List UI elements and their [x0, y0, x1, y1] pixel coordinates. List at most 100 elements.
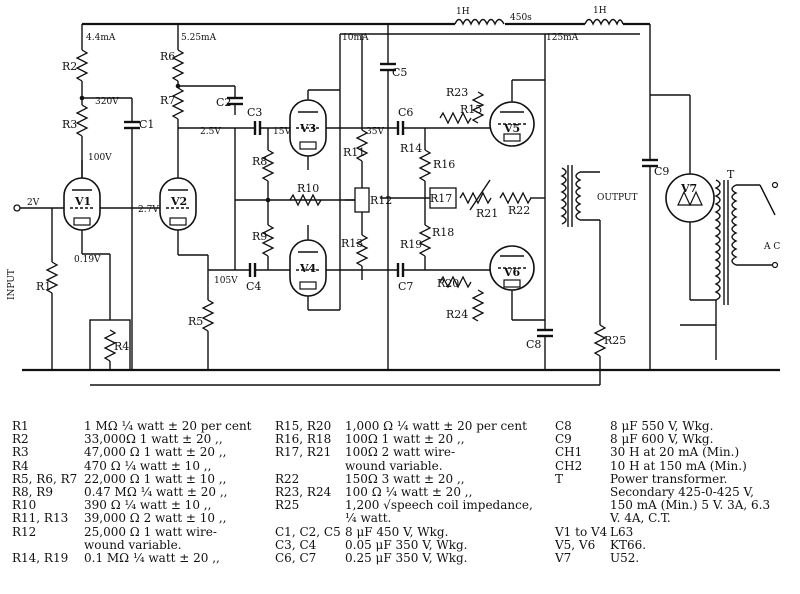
label-r13: R13: [341, 237, 363, 250]
label-r10: R10: [297, 182, 319, 195]
resistor-r20-zigzag: [439, 275, 472, 289]
parts-row: R25 1,200 √speech coil impedance,: [275, 498, 550, 513]
resistor-r21-zigzag: [459, 191, 492, 205]
part-ref: C9: [555, 432, 572, 447]
resistor-r9-zigzag: [261, 224, 275, 257]
part-value: 8 μF 550 V, Wkg.: [610, 419, 714, 433]
part-value: 25,000 Ω 1 watt wire-: [84, 524, 217, 539]
label-r22: R22: [508, 204, 530, 217]
tube-v2: [159, 177, 197, 231]
resistor-r8-zigzag: [261, 149, 275, 182]
label-r2: R2: [62, 60, 77, 73]
part-ref: CH1: [555, 445, 583, 460]
resistor-r6-zigzag: [171, 49, 185, 82]
label-r15: R15: [460, 103, 482, 116]
part-ref: R25: [275, 498, 300, 513]
part-ref: R22: [275, 471, 300, 486]
parts-row: C8 8 μF 550 V, Wkg.: [555, 419, 795, 433]
label-r18: R18: [432, 226, 454, 239]
tube-label-v3: V3: [299, 122, 316, 135]
power-transformer: [714, 179, 738, 305]
resistor-r10-zigzag: [289, 193, 322, 207]
label-c4: C4: [246, 280, 261, 293]
voltage-105: 105V: [214, 276, 238, 286]
resistor-r11-zigzag: [355, 129, 369, 162]
part-ref: R8, R9: [12, 484, 53, 499]
part-ref: V7: [555, 550, 572, 565]
part-value: 47,000 Ω 1 watt ± 20 ,,: [84, 445, 227, 460]
part-value: ¼ watt.: [345, 511, 392, 526]
part-ref: CH2: [555, 458, 583, 473]
label-r24: R24: [446, 308, 468, 321]
part-value: Power transformer.: [610, 471, 728, 486]
part-value: 22,000 Ω 1 watt ± 10 ,,: [84, 471, 227, 486]
part-value: V. 4A, C.T.: [610, 511, 671, 526]
part-ref: C3, C4: [275, 537, 317, 552]
parts-row: R23, R24 100 Ω ¼ watt ± 20 ,,: [275, 484, 550, 499]
part-value: 100 Ω ¼ watt ± 20 ,,: [345, 484, 473, 499]
resistor-r24-zigzag: [471, 289, 485, 322]
current-output: 125mA: [546, 33, 579, 43]
voltage-35: 35V: [366, 127, 384, 137]
choke-ch2: [584, 18, 624, 30]
tube-v7: [665, 173, 715, 223]
part-value: 8 μF 600 V, Wkg.: [610, 432, 714, 447]
part-ref: R14, R19: [12, 550, 69, 565]
label-r5: R5: [188, 315, 203, 328]
voltage-15: 15V: [273, 127, 291, 137]
label-c6: C6: [398, 106, 413, 119]
tube-v4: [289, 239, 327, 297]
part-ref: C8: [555, 419, 572, 433]
label-c1: C1: [139, 118, 154, 131]
part-value: U52.: [610, 550, 640, 565]
choke-label-2: 450s: [510, 13, 532, 23]
resistor-r5-zigzag: [201, 299, 215, 332]
resistor-r3-zigzag: [75, 104, 89, 137]
label-r6: R6: [160, 50, 175, 63]
label-r23: R23: [446, 86, 468, 99]
resistor-r15-zigzag: [439, 111, 472, 125]
tube-v3: [289, 99, 327, 157]
part-value: 39,000 Ω 2 watt ± 10 ,,: [84, 511, 227, 526]
label-r7: R7: [160, 94, 175, 107]
part-ref: R16, R18: [275, 432, 332, 447]
part-value: 1,200 √speech coil impedance,: [345, 498, 533, 513]
part-value: 8 μF 450 V, Wkg.: [345, 524, 449, 539]
part-ref: R5, R6, R7: [12, 471, 78, 486]
ac-label: A C: [763, 242, 780, 252]
component-labels: R1 R2 R3 R4 R5 R6 R7 R8 R9 R10 R11 R12 R…: [36, 50, 669, 353]
tube-label-v7: V7: [680, 182, 697, 195]
part-ref: R17, R21: [275, 445, 332, 460]
voltage-100: 100V: [88, 153, 112, 163]
part-value: wound variable.: [84, 537, 182, 552]
label-r20: R20: [437, 277, 459, 290]
output-transformer: [560, 165, 600, 227]
parts-row: ¼ watt.: [275, 512, 550, 525]
voltage-label-input: 2V: [27, 198, 40, 208]
part-ref: R23, R24: [275, 484, 332, 499]
choke-label-1: 1H: [456, 7, 470, 17]
tube-label-v1: V1: [74, 195, 91, 208]
tube-label-v6: V6: [503, 266, 521, 279]
label-c9: C9: [654, 165, 669, 178]
tube-label-v4: V4: [299, 262, 317, 275]
part-value: 390 Ω ¼ watt ± 10 ,,: [84, 498, 212, 513]
label-c7: C7: [398, 280, 413, 293]
part-ref: T: [555, 471, 564, 486]
test-point-values: 4.4mA 5.25mA 10mA 125mA 320V 100V 2.5V 1…: [74, 33, 579, 286]
